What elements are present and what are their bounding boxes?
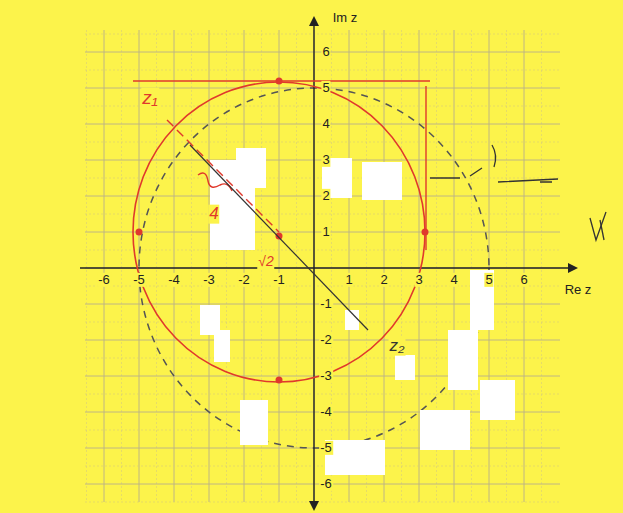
grid-line (174, 30, 175, 502)
tick-number: 2 (321, 189, 330, 203)
tick-number: 6 (519, 273, 528, 287)
grid-line (85, 502, 560, 503)
tick-number: -4 (167, 273, 181, 287)
tick-number: -1 (272, 273, 286, 287)
axis-label: Im z (332, 11, 359, 25)
grid-line (419, 30, 420, 502)
handwritten-label: z₂ (389, 337, 406, 356)
grid-line (85, 358, 560, 359)
grid-line (471, 30, 472, 502)
tick-number: -3 (319, 369, 333, 383)
tick-number: 1 (321, 225, 330, 239)
red-points (136, 78, 429, 384)
pencil-marks (430, 145, 606, 240)
tick-number: -6 (319, 477, 333, 491)
grid-line (296, 30, 297, 502)
grid-line (506, 30, 507, 502)
tick-number: 2 (379, 273, 388, 287)
grid-line (86, 30, 87, 502)
grid-line (121, 30, 122, 502)
grid-line (401, 30, 402, 502)
red-circle (133, 82, 425, 382)
grid-line (226, 30, 227, 502)
tick-number: -4 (319, 405, 333, 419)
handwritten-label: z₁ (141, 88, 159, 109)
tick-number: 3 (321, 153, 330, 167)
grid (85, 30, 560, 502)
handwritten-label: 4 (208, 205, 219, 224)
handwritten-label: √2 (257, 254, 274, 269)
grid-line (191, 30, 192, 502)
grid-line (85, 142, 560, 143)
grid-line (384, 30, 385, 502)
grid-line (279, 30, 280, 502)
grid-line (489, 30, 490, 502)
axis-label: Re z (564, 283, 593, 297)
tick-number: 5 (321, 81, 330, 95)
tick-number: 3 (414, 273, 423, 287)
tick-number: 6 (321, 45, 330, 59)
grid-line (85, 34, 560, 35)
grid-line (104, 30, 105, 502)
grid-line (331, 30, 332, 502)
grid-line (366, 30, 367, 502)
tick-number: -5 (132, 273, 146, 287)
tick-number: 4 (449, 273, 458, 287)
grid-line (524, 30, 525, 502)
white-patches (200, 148, 515, 475)
tick-number: -2 (237, 273, 251, 287)
grid-line (85, 70, 560, 71)
red-construction (133, 81, 430, 250)
tick-number: 5 (484, 273, 493, 287)
grid-line (541, 30, 542, 502)
grid-line (85, 430, 560, 431)
tick-number: 4 (321, 117, 330, 131)
tick-number: -2 (319, 333, 333, 347)
tick-number: -5 (319, 441, 333, 455)
grid-line (85, 466, 560, 467)
tick-number: -3 (202, 273, 216, 287)
tick-number: -1 (319, 297, 333, 311)
axes (80, 16, 578, 511)
tick-number: -6 (97, 273, 111, 287)
line-z1-z2 (190, 145, 368, 330)
tick-number: 1 (344, 273, 353, 287)
grid-line (85, 214, 560, 215)
